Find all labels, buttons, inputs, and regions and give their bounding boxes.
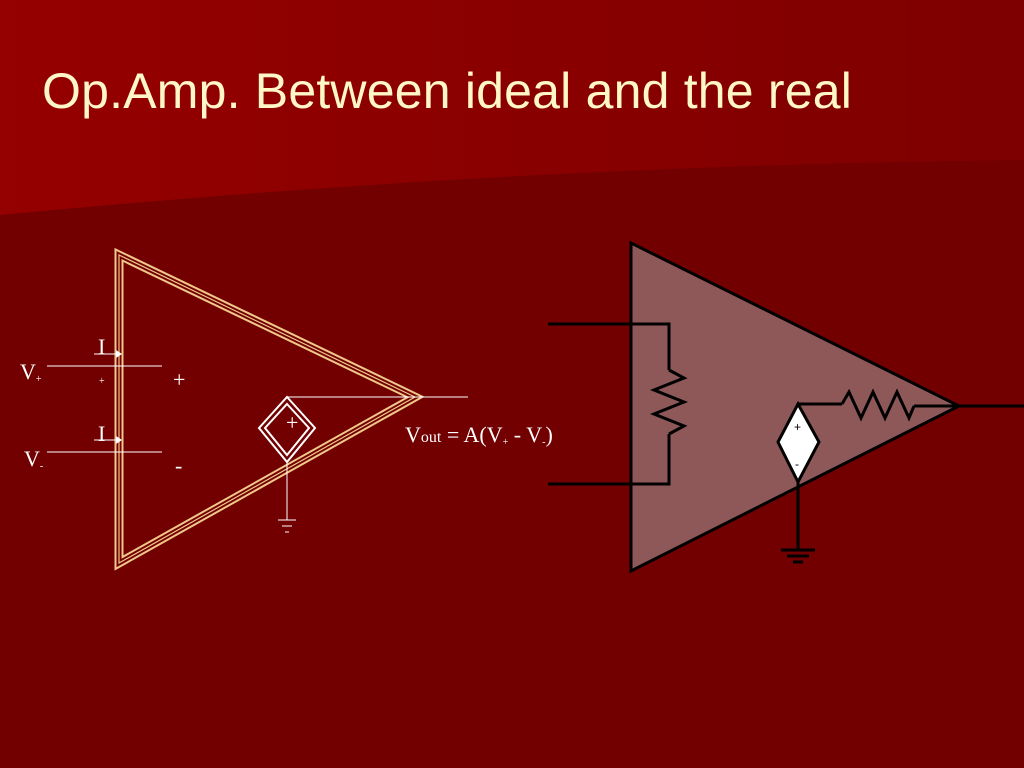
current-plus-sub: + (99, 376, 105, 387)
current-plus-label: I (98, 334, 106, 359)
real-source-plus-label: + (794, 420, 802, 434)
input-plus-label: V+ (20, 359, 42, 385)
output-resistor (840, 388, 916, 422)
ideal-opamp-triangle (114, 247, 425, 571)
current-minus-arrow (94, 436, 122, 444)
output-equation: Vout = A(V+ - V-) (405, 422, 553, 448)
real-source-minus-label: - (795, 457, 799, 471)
input-resistor (649, 368, 689, 436)
source-plus-label: + (286, 410, 299, 435)
terminal-minus-label: - (175, 453, 183, 478)
current-plus-arrow (94, 350, 122, 358)
slide-title: Op.Amp. Between ideal and the real (42, 63, 853, 119)
current-minus-label: I (98, 421, 106, 446)
ideal-opamp (47, 247, 468, 571)
input-minus-label: V- (24, 446, 44, 472)
terminal-plus-label: + (173, 367, 186, 392)
real-opamp (548, 240, 1024, 574)
